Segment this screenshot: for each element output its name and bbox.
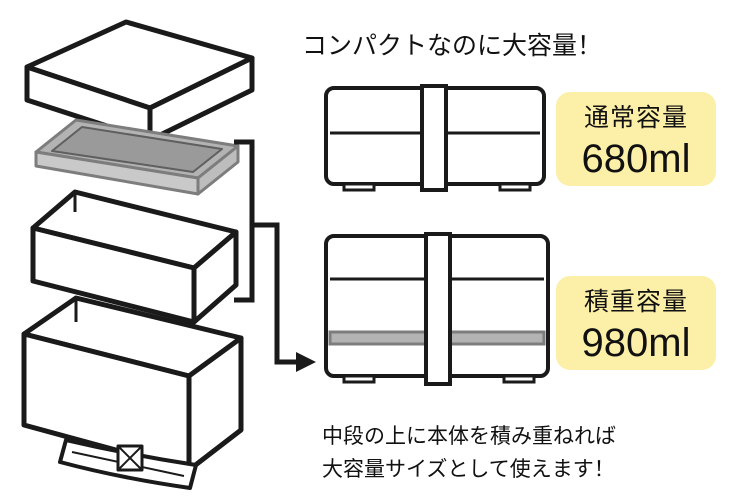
stacked-capacity-badge: 積重容量 980ml (556, 276, 716, 370)
middle-container-part (30, 189, 239, 325)
elastic-band-part (58, 438, 198, 490)
normal-capacity-badge: 通常容量 680ml (556, 92, 716, 186)
headline: コンパクトなのに大容量！ (302, 31, 603, 60)
bracket-icon (234, 139, 298, 365)
caption-line-1: 中段の上に本体を積み重ねれば (322, 424, 616, 448)
stacked-capacity-value: 980ml (581, 321, 691, 365)
inner-tray-part (34, 118, 240, 196)
caption: 中段の上に本体を積み重ねれば 大容量サイズとして使えます！ (322, 420, 616, 486)
stacked-size-box (324, 232, 550, 386)
normal-capacity-label: 通常容量 (583, 103, 688, 132)
arrow-right-icon (296, 352, 316, 372)
stacked-capacity-label: 積重容量 (583, 287, 688, 316)
caption-line-2: 大容量サイズとして使えます！ (322, 457, 615, 481)
normal-capacity-value: 680ml (581, 137, 691, 181)
normal-size-box (324, 84, 546, 192)
lid-part (24, 19, 255, 143)
main-body-part (21, 295, 244, 473)
